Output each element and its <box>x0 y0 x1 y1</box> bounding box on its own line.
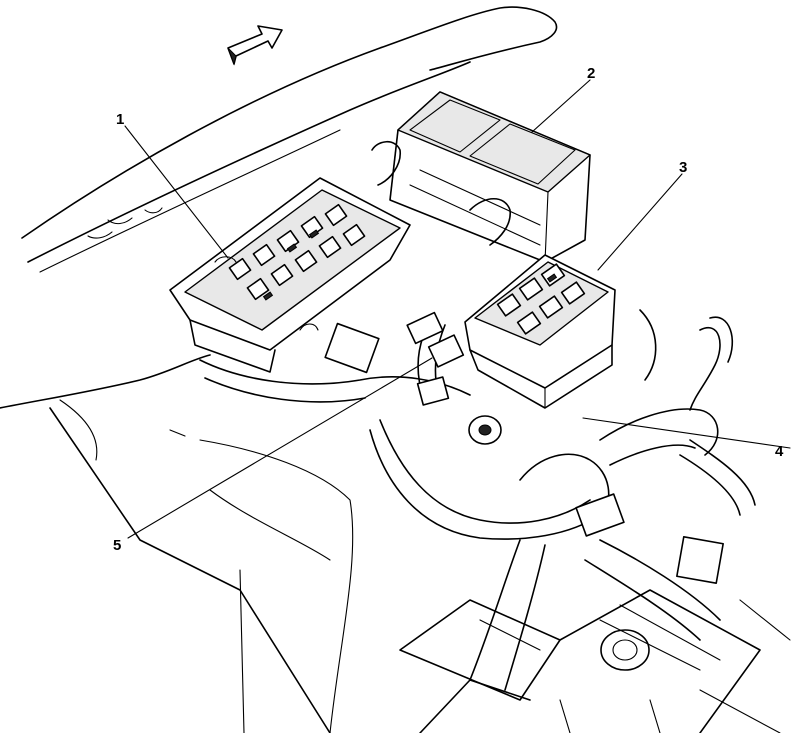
underhood-fuse-block-left <box>169 177 411 373</box>
callout-3: 3 <box>679 159 687 176</box>
callout-5: 5 <box>113 537 121 554</box>
engine-lower-structure <box>399 589 791 733</box>
direction-arrow-icon <box>227 25 283 66</box>
hood-outline <box>0 6 558 733</box>
underhood-fuse-block-right <box>464 254 616 409</box>
callout-1: 1 <box>116 111 124 128</box>
connectors <box>324 311 724 671</box>
battery <box>371 91 591 263</box>
callout-labels: 1 2 3 4 5 <box>113 65 784 554</box>
leader-lines <box>124 79 791 539</box>
callout-2: 2 <box>587 65 595 82</box>
callout-4: 4 <box>775 443 784 460</box>
